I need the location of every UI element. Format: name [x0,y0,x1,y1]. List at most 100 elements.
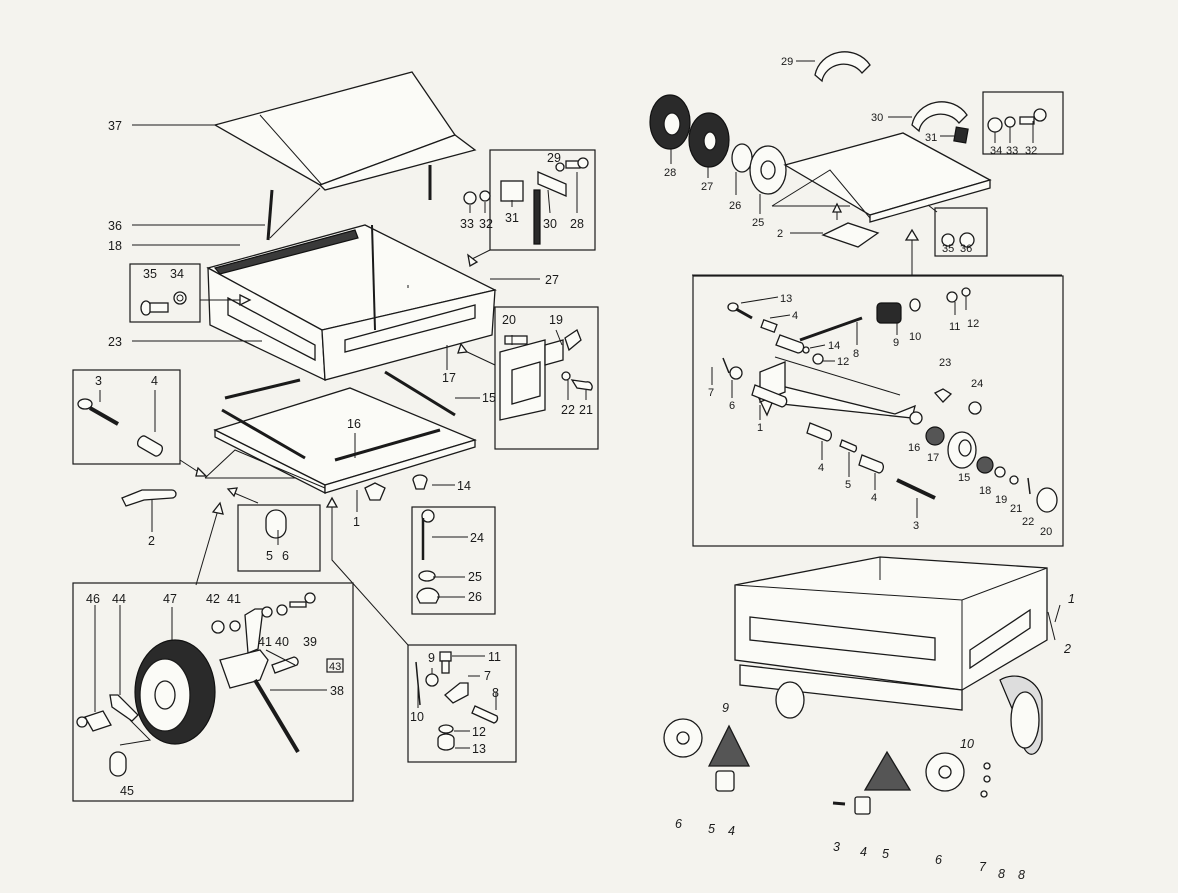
callout-40: 40 [275,635,289,649]
floor-part [204,370,477,501]
callout-11: 11 [488,650,501,664]
callout-31: 31 [505,211,519,225]
callout-12: 12 [472,725,486,739]
callout-24: 24 [470,531,484,545]
callout-s22: 22 [1022,516,1034,528]
callout-8: 8 [492,686,499,700]
callout-45: 45 [120,784,134,798]
callout-37: 37 [108,119,122,133]
callout-10: 10 [410,710,424,724]
callout-13: 13 [472,742,486,756]
fastener-box-35-34 [129,263,201,323]
callout-s11: 11 [949,321,960,333]
mudguard-29-part [814,51,871,83]
callout-c2: 2 [777,228,783,240]
callout-l5a: 5 [708,822,715,836]
callout-l4b: 4 [860,845,867,859]
callout-30: 30 [543,217,557,231]
mudguard-30-part [911,101,968,133]
suspension-arm-panel: 13 4 8 9 10 11 12 14 12 7 6 1 23 24 16 1… [692,275,1064,547]
callout-29: 29 [547,151,561,165]
callout-l9: 9 [722,701,729,715]
callout-43-box [326,658,344,673]
callout-s23: 23 [939,357,951,369]
callout-c30: 30 [871,112,883,124]
callout-43: 43 [329,661,341,673]
callout-c33: 33 [1006,145,1018,157]
callout-39: 39 [303,635,317,649]
callout-l2: 2 [1063,642,1071,656]
latch-box [494,306,599,450]
callout-s13: 13 [780,293,792,305]
box-body-part [206,224,497,382]
callout-25: 25 [468,570,482,584]
callout-14: 14 [457,479,471,493]
callout-6: 6 [282,549,289,563]
callout-33: 33 [460,217,474,231]
callout-s24: 24 [971,378,983,390]
callout-32: 32 [479,217,493,231]
callout-s3: 3 [913,520,919,532]
callout-s4a: 4 [792,310,798,322]
callout-4: 4 [151,374,158,388]
callout-c25: 25 [752,217,764,229]
callout-s9: 9 [893,337,899,349]
callout-46: 46 [86,592,100,606]
callout-20: 20 [502,313,516,327]
body-assembly-panel: 37 36 18 35 34 23 27 29 28 30 31 33 32 2… [72,71,599,802]
chassis-floor-part [783,132,992,216]
jockey-callouts: 46 44 47 42 41 41 40 39 43 38 45 [86,592,344,798]
callout-c26: 26 [729,200,741,212]
callout-5: 5 [266,549,273,563]
callout-c35: 35 [942,243,954,255]
callout-22: 22 [561,403,575,417]
callout-s17: 17 [927,452,939,464]
callout-l6b: 6 [935,853,942,867]
callout-c29: 29 [781,56,793,68]
callout-l10: 10 [960,737,974,751]
cover-part [213,71,477,241]
callout-3: 3 [95,374,102,388]
callout-38: 38 [330,684,344,698]
callout-44: 44 [112,592,126,606]
nut-box-5-6 [237,504,321,572]
callout-34: 34 [170,267,184,281]
callout-c32: 32 [1025,145,1037,157]
callout-1: 1 [353,515,360,529]
callout-s5: 5 [845,479,851,491]
callout-s19: 19 [995,494,1007,506]
callout-c31: 31 [925,132,937,144]
callout-16: 16 [347,417,361,431]
callout-9: 9 [428,651,435,665]
reflector-right-part [863,750,912,791]
reflector-left-part [707,724,751,767]
callout-s6: 6 [729,400,735,412]
hook-box [411,506,496,615]
callout-l7: 7 [979,860,987,874]
callout-s10: 10 [909,331,921,343]
callout-41b: 41 [258,635,272,649]
callout-l1: 1 [1068,592,1075,606]
callout-s15: 15 [958,472,970,484]
callout-41a: 41 [227,592,241,606]
callout-21: 21 [579,403,593,417]
bracket-box [407,644,517,763]
jockey-wheel-parts [76,592,316,777]
callout-c36: 36 [960,243,972,255]
callout-s1: 1 [757,422,763,434]
callout-s8: 8 [853,348,859,360]
callout-36: 36 [108,219,122,233]
callout-42: 42 [206,592,220,606]
callout-s14: 14 [828,340,840,352]
callout-l4a: 4 [728,824,735,838]
callout-s4c: 4 [871,492,877,504]
callout-17: 17 [442,371,456,385]
body-callouts: 37 36 18 35 34 23 27 29 28 30 31 33 32 2… [95,119,593,756]
callout-l8a: 8 [998,867,1005,881]
callout-35: 35 [143,267,157,281]
callout-l6a: 6 [675,817,682,831]
callout-2: 2 [148,534,155,548]
callout-c34: 34 [990,145,1002,157]
callout-l8b: 8 [1018,868,1025,882]
callout-s18: 18 [979,485,991,497]
